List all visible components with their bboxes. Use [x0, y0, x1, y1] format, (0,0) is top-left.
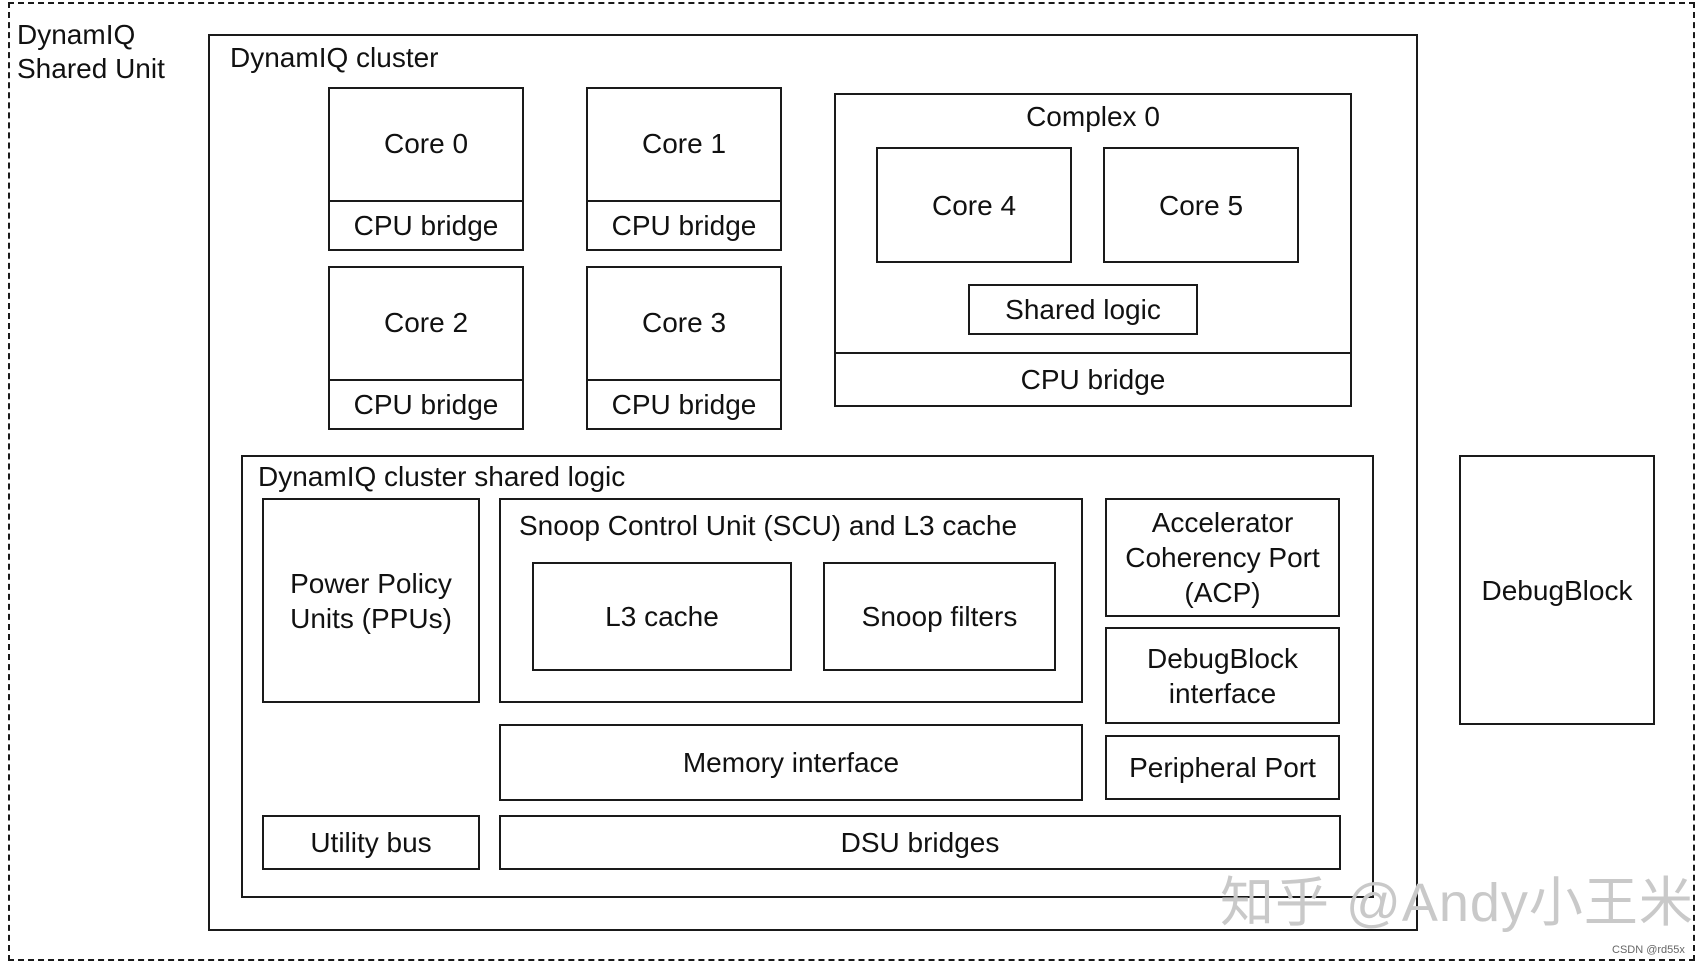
core-3-label: Core 3: [641, 307, 727, 338]
core-3-cpu-bridge: CPU bridge: [586, 379, 782, 430]
scu-label: Snoop Control Unit (SCU) and L3 cache: [519, 510, 1018, 541]
accelerator-coherency-port: Accelerator Coherency Port (ACP): [1105, 498, 1340, 617]
complex-cpu-bridge: CPU bridge: [834, 352, 1352, 407]
cluster-label: DynamIQ cluster: [230, 42, 439, 73]
debugblock: DebugBlock: [1459, 455, 1655, 725]
peripheral-port: Peripheral Port: [1105, 735, 1340, 800]
snoop-filters: Snoop filters: [823, 562, 1056, 671]
credit: CSDN @rd55x: [1612, 944, 1685, 956]
core-0-cpu-bridge: CPU bridge: [328, 200, 524, 251]
dsu-bridges: DSU bridges: [499, 815, 1341, 870]
acp-text: Accelerator Coherency Port (ACP): [1125, 507, 1320, 608]
ppu-text: Power Policy Units (PPUs): [290, 567, 452, 634]
utility-bus: Utility bus: [262, 815, 480, 870]
core-1-label: Core 1: [641, 128, 727, 159]
core-2-label: Core 2: [383, 307, 469, 338]
power-policy-units: Power Policy Units (PPUs): [262, 498, 480, 703]
complex-0-label: Complex 0: [1026, 100, 1160, 132]
cluster-shared-logic-label: DynamIQ cluster shared logic: [258, 461, 626, 492]
dsu-label: DynamIQ Shared Unit: [17, 19, 165, 84]
dynamiq-shared-unit-boundary: [8, 2, 1695, 961]
memory-interface: Memory interface: [499, 724, 1083, 801]
core-2-cpu-bridge: CPU bridge: [328, 379, 524, 430]
watermark: 知乎 @Andy小王米: [1220, 873, 1694, 933]
dynamiq-cluster: [208, 34, 1418, 931]
core-4-block: Core 4: [876, 147, 1072, 263]
core-5-block: Core 5: [1103, 147, 1299, 263]
core-0-label: Core 0: [383, 128, 469, 159]
complex-shared-logic: Shared logic: [968, 284, 1198, 335]
debugblock-interface: DebugBlock interface: [1105, 627, 1340, 724]
l3-cache: L3 cache: [532, 562, 792, 671]
core-1-cpu-bridge: CPU bridge: [586, 200, 782, 251]
debug-if-text: DebugBlock interface: [1147, 642, 1298, 709]
cluster-shared-logic: [241, 455, 1374, 898]
